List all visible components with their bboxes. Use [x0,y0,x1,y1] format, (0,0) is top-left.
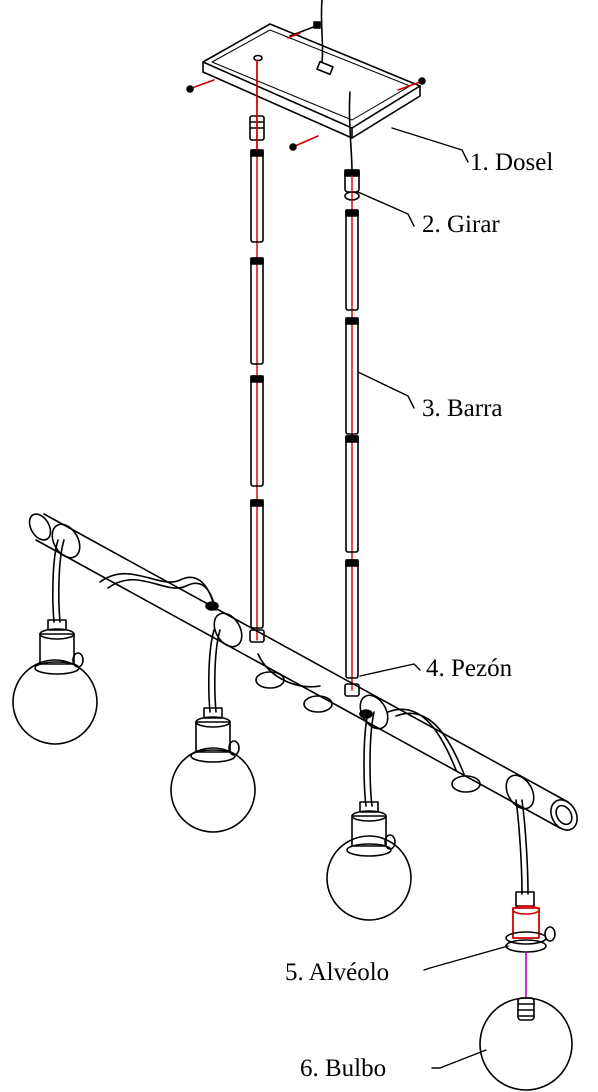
canopy-screws [186,21,426,151]
pendant-4-exploded [423,799,573,1091]
right-rod-assembly [344,91,421,697]
pendant-1 [12,539,98,745]
canopy [186,0,469,163]
callout-swivel: 2. Girar [422,211,500,238]
callout-nipple: 4. Pezón [426,655,513,682]
callout-rod: 3. Barra [422,395,503,422]
left-rod-assembly [249,59,265,643]
horizontal-bar [28,513,578,831]
pendant-2 [170,629,256,833]
pendant-3 [326,711,412,921]
callout-canopy: 1. Dosel [470,149,554,176]
callout-socket: 5. Alvéolo [285,959,390,986]
callout-bulb: 6. Bulbo [300,1055,387,1082]
